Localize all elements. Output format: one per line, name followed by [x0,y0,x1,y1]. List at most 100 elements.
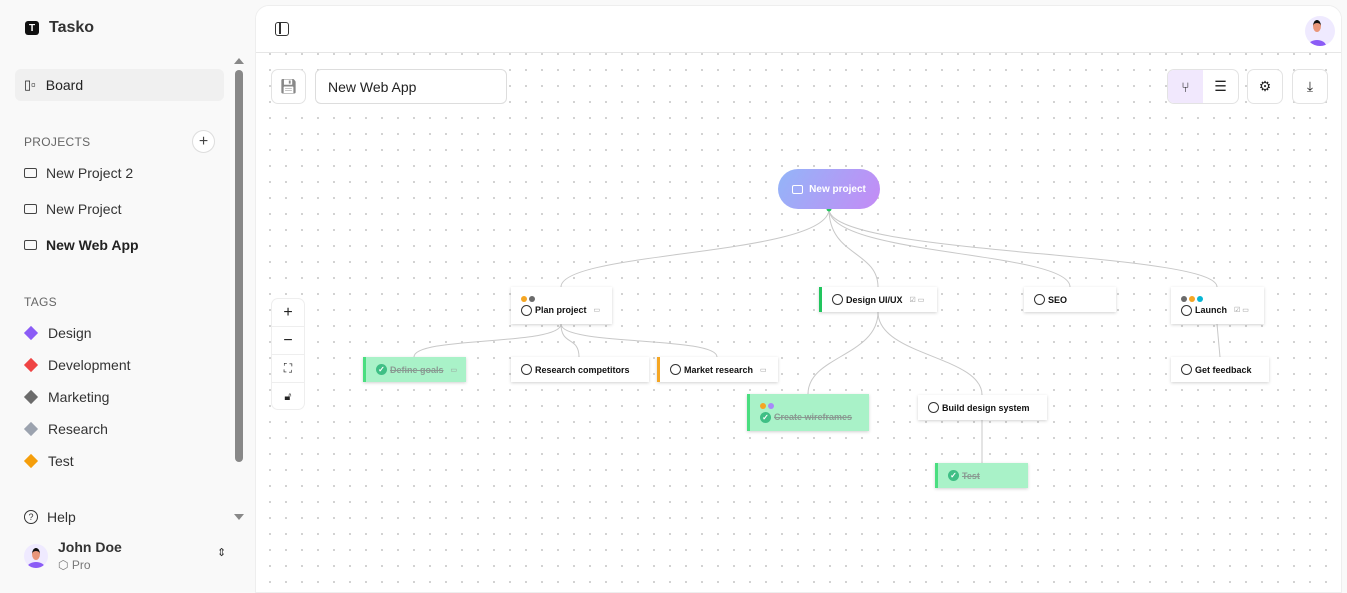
folder-icon [24,168,37,178]
diamond-icon [23,453,39,469]
task-node-test[interactable]: ✓Test [935,463,1028,488]
task-title: Research competitors [535,364,630,375]
user-menu[interactable]: John Doe⬡ Pro [24,539,122,572]
tag-research[interactable]: Research [23,421,108,437]
projects-heading: PROJECTS [24,135,91,149]
tag-label: Development [48,357,131,373]
checkbox-icon[interactable] [832,294,843,305]
comment-icon: ▭ [450,366,458,374]
checkbox-icon[interactable] [1181,304,1192,316]
task-node-wireframes[interactable]: ✓Create wireframes [747,394,869,431]
tag-dots [521,295,604,302]
scroll-up-icon[interactable] [234,58,244,64]
settings-button[interactable]: ⚙ [1247,69,1283,104]
task-title: SEO [1048,294,1068,305]
task-node-seo[interactable]: SEO [1024,287,1116,312]
checkbox-icon[interactable] [1181,364,1192,375]
download-button[interactable]: ⤓ [1292,69,1328,104]
chevron-up-down-icon[interactable]: ⇕ [217,547,227,559]
add-project-button[interactable]: + [192,130,215,153]
zoom-out-button[interactable]: − [272,327,304,355]
tag-label: Design [48,325,92,341]
task-node-launch[interactable]: Launch ☑ ▭ [1171,287,1264,324]
app-name: Tasko [49,19,95,36]
task-node-design[interactable]: Design UI/UX ☑ ▭ [819,287,937,312]
task-title: Design UI/UX [846,294,903,305]
sidebar-item-project[interactable]: New Project [24,201,121,217]
task-node-market[interactable]: Market research ▭ [657,357,778,382]
edge [828,208,879,288]
project-title-input[interactable] [315,69,507,104]
checkbox-icon[interactable] [670,364,681,375]
sidebar-item-project[interactable]: New Project 2 [24,165,133,181]
tag-development[interactable]: Development [23,357,131,373]
list-icon: ☰ [1214,78,1227,94]
checkbox-icon[interactable] [928,402,939,413]
task-node-feedback[interactable]: Get feedback [1171,357,1269,382]
diamond-icon [23,389,39,405]
header-avatar[interactable] [1305,16,1335,46]
check-icon[interactable]: ✓ [376,364,387,375]
task-title: Get feedback [1195,364,1252,375]
task-title: Create wireframes [774,412,853,422]
task-title: Market research [684,364,754,375]
project-label: New Web App [46,237,139,253]
task-node-plan[interactable]: Plan project▭ [511,287,612,324]
tag-dots [760,402,861,409]
project-label: New Project [46,201,122,217]
edge [560,323,718,358]
diamond-icon [23,357,39,373]
tag-label: Marketing [48,389,110,405]
tag-test[interactable]: Test [23,453,74,469]
task-node-research[interactable]: Research competitors [511,357,649,382]
edge [877,311,983,396]
check-icon[interactable]: ✓ [948,470,959,481]
help-label: Help [47,509,76,525]
help-link[interactable]: ?Help [24,509,76,525]
edge [413,323,562,358]
subtask-comment-icons: ☑ ▭ [909,296,925,304]
board-canvas[interactable]: 💾︎ ⑂ ☰ ⚙ ⤓ + − ⛶ 🔓︎ New project Plan pro… [255,5,1342,593]
tag-dots [1181,295,1256,302]
task-title: Build design system [942,402,1030,413]
zoom-controls: + − ⛶ 🔓︎ [271,298,305,410]
scroll-thumb[interactable] [235,70,243,462]
edge [828,208,1218,288]
fit-view-button[interactable]: ⛶ [272,355,304,383]
checkbox-icon[interactable] [521,364,532,375]
save-button[interactable]: 💾︎ [271,69,306,104]
sidebar-toggle-icon[interactable] [275,22,289,36]
folder-icon [24,204,37,214]
edge [807,311,879,395]
save-icon: 💾︎ [279,78,298,94]
graph-view-button[interactable]: ⑂ [1168,70,1203,103]
project-label: New Project 2 [46,165,134,181]
task-title: Launch [1195,305,1228,315]
checkbox-icon[interactable] [1034,294,1045,305]
scroll-down-icon[interactable] [234,514,244,520]
tag-design[interactable]: Design [23,325,92,341]
sidebar-item-board[interactable]: ▯▫Board [15,69,224,101]
sidebar-item-project-active[interactable]: New Web App [24,237,139,253]
sidebar-scrollbar[interactable] [233,56,245,526]
task-title: Define goals [390,364,444,375]
tag-marketing[interactable]: Marketing [23,389,110,405]
folder-icon [24,240,37,250]
git-branch-icon: ⑂ [1181,78,1190,95]
checkbox-icon[interactable] [521,304,532,316]
list-view-button[interactable]: ☰ [1203,70,1238,103]
root-label: New project [809,183,866,195]
check-icon[interactable]: ✓ [760,411,771,423]
root-node[interactable]: New project [778,169,880,209]
subtask-comment-icons: ☑ ▭ [1234,307,1249,314]
lock-icon[interactable]: 🔓︎ [284,390,292,403]
task-node-define-goals[interactable]: ✓Define goals ▭ [363,357,466,382]
zoom-in-button[interactable]: + [272,299,304,327]
user-plan: Pro [71,558,91,572]
task-node-design-system[interactable]: Build design system [918,395,1047,420]
tag-label: Test [48,453,74,469]
tags-heading: TAGS [24,295,57,309]
comment-icon: ▭ [760,366,767,374]
edge [1216,323,1221,358]
